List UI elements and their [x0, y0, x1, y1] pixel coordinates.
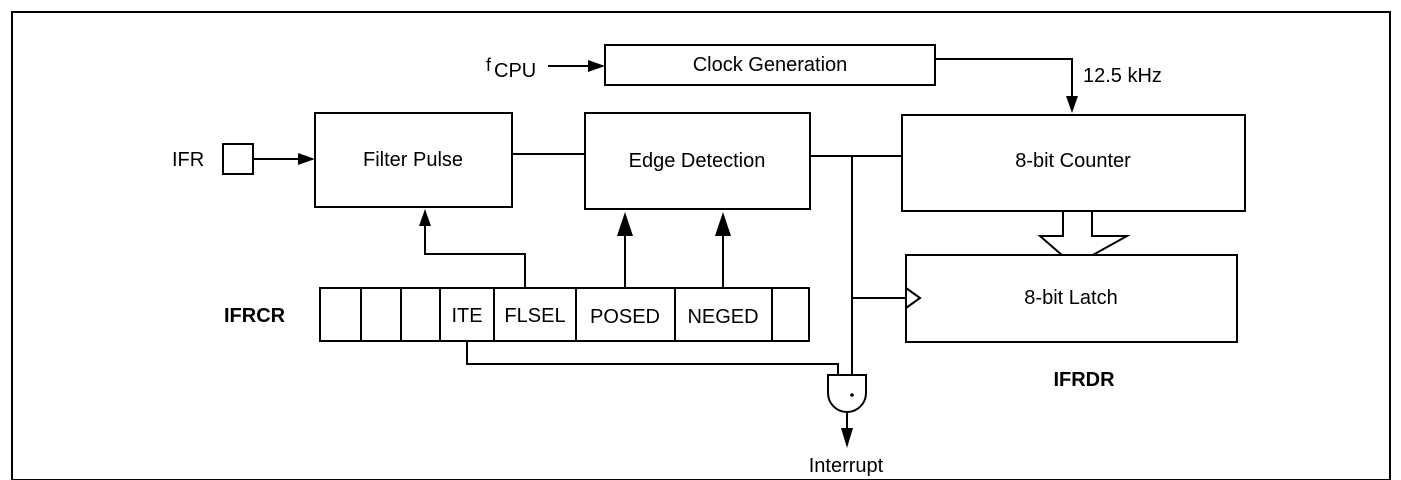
clock-rate-label: 12.5 kHz [1083, 65, 1162, 87]
neged-arrowhead [715, 212, 731, 236]
interrupt-and-gate [827, 374, 867, 413]
clock-arrowhead [1066, 96, 1078, 113]
fcpu-arrowhead [588, 60, 605, 72]
flsel-to-filter-wire [424, 226, 526, 288]
ifr-input-arrowhead [298, 153, 315, 165]
ifrcr-bit-6 [360, 287, 402, 342]
clock-generation-label: Clock Generation [693, 54, 848, 76]
latch-label: 8-bit Latch [1024, 287, 1117, 309]
latch-clock-input-marker [905, 287, 922, 309]
ifrdr-register-label: IFRDR [1053, 369, 1115, 391]
latch-block [905, 254, 1238, 343]
ifrcr-bit-ite-label: ITE [451, 305, 482, 327]
filter-pulse-block [314, 112, 513, 208]
ifrcr-bit-posed-label: POSED [590, 306, 660, 328]
clock-to-counter-wire [935, 58, 1073, 96]
counter-label: 8-bit Counter [1015, 150, 1131, 172]
ifrcr-bit-neged-label: NEGED [687, 306, 758, 328]
and-gate-inverter-dot [850, 393, 854, 397]
ifrcr-bit-7 [319, 287, 362, 342]
ifrcr-bit-ite [439, 287, 495, 342]
flsel-arrowhead [419, 209, 431, 226]
clock-generation-block [604, 44, 936, 86]
edge-detection-label: Edge Detection [629, 150, 766, 172]
fcpu-label-base: f [486, 55, 492, 75]
ifrcr-register: ITE FLSEL POSED NEGED [319, 287, 810, 342]
ifr-pin-label: IFR [172, 149, 204, 171]
counter-to-latch-bus [1037, 211, 1131, 257]
ifr-pin-box [222, 143, 254, 175]
posed-arrowhead [617, 212, 633, 236]
counter-block [901, 114, 1246, 212]
ifrcr-bit-flsel [493, 287, 577, 342]
ite-to-gate-wire [466, 341, 839, 375]
ifrcr-bit-posed [575, 287, 676, 342]
filter-pulse-label: Filter Pulse [363, 149, 463, 171]
ifrcr-bit-0 [771, 287, 810, 342]
fcpu-label: f CPU [486, 55, 536, 82]
ifrcr-register-label: IFRCR [224, 305, 286, 327]
ifrcr-bit-neged [674, 287, 773, 342]
fcpu-label-sub: CPU [494, 60, 536, 82]
diagram-frame [11, 11, 1391, 480]
interrupt-arrowhead [841, 428, 853, 448]
ifrcr-bit-5 [400, 287, 441, 342]
interrupt-label: Interrupt [809, 455, 884, 477]
ifrcr-bit-flsel-label: FLSEL [504, 305, 565, 327]
edge-detection-block [584, 112, 811, 210]
